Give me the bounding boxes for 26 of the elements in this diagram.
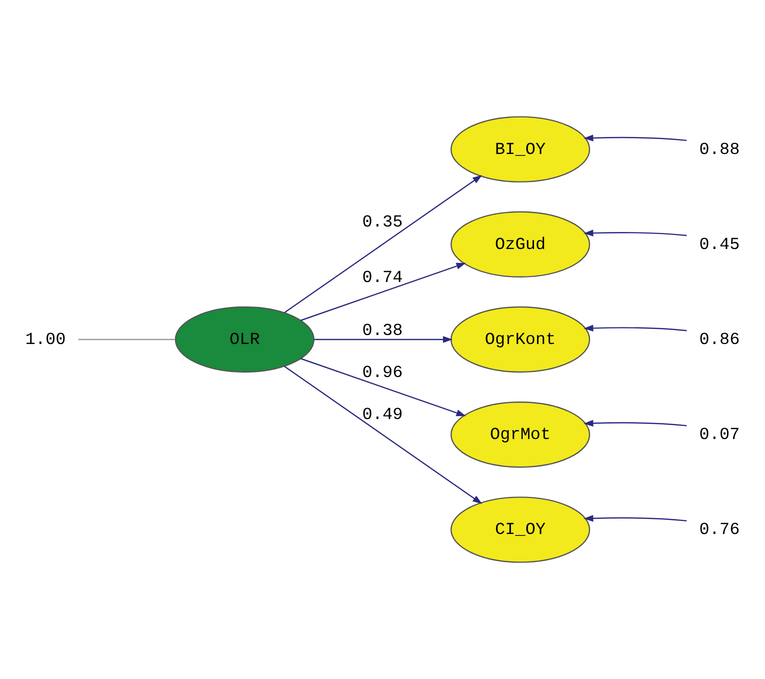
node-ellipse: OgrMot [450, 402, 590, 468]
edge-label: 0.96 [362, 364, 403, 384]
arrow [300, 262, 466, 321]
connector [78, 338, 176, 340]
edge-label: 0.35 [362, 214, 403, 233]
node-text: 0.07 [699, 426, 740, 446]
arrow [584, 134, 687, 142]
node-text: 0.86 [699, 330, 740, 350]
node-ellipse: OLR [174, 306, 314, 373]
arrow [284, 174, 482, 314]
node-text: 0.45 [699, 236, 740, 255]
arrow [584, 514, 687, 522]
edge-label: 0.49 [362, 406, 403, 426]
arrow [584, 324, 687, 332]
node-text: 0.76 [699, 521, 740, 540]
arrow [300, 358, 466, 416]
arrow [584, 420, 687, 427]
node-ellipse: OgrKont [450, 306, 590, 373]
arrow [314, 336, 453, 343]
edge-label: 0.74 [362, 268, 403, 288]
node-text: 1.00 [25, 330, 66, 350]
node-text: 0.88 [699, 140, 740, 160]
node-ellipse: OzGud [450, 211, 590, 278]
edge-label: 0.38 [362, 322, 403, 341]
arrow [584, 230, 687, 236]
arrow [284, 366, 482, 504]
